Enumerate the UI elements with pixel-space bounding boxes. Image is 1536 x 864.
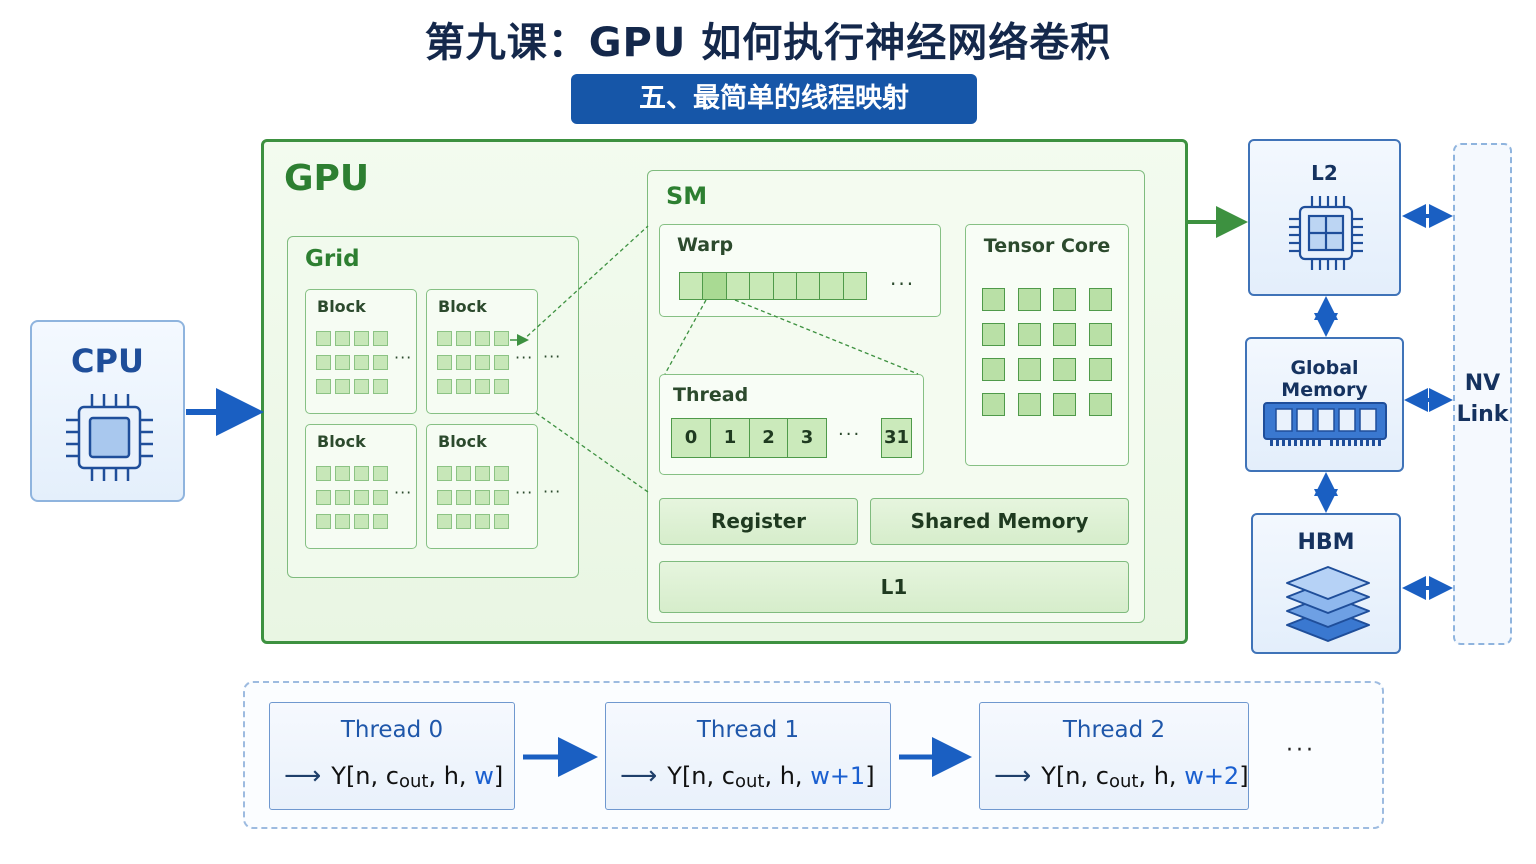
thread-map-name: Thread 1 [696, 717, 800, 743]
cpu-box: CPU [30, 320, 185, 502]
block-ellipsis: ··· [394, 483, 413, 502]
block-2: Block ··· [305, 424, 417, 549]
global-memory-box: Global Memory [1245, 337, 1404, 472]
section-subtitle: 五、最简单的线程映射 [571, 74, 977, 124]
right-arrow-icon: ⟶ [284, 761, 322, 791]
block-thread-cells [316, 331, 390, 394]
warp-thread-cells [679, 272, 868, 300]
nvlink-box [1453, 143, 1512, 645]
hbm-label: HBM [1297, 530, 1355, 555]
thread-map-card-2: Thread 2 ⟶Y[n, cout, h, w+2] [979, 702, 1249, 810]
grid-ellipsis-row1: ··· [543, 347, 562, 366]
ram-module-icon [1263, 402, 1387, 446]
nvlink-label-line2: Link [1456, 402, 1509, 427]
nvlink-label-line1: NV [1464, 371, 1501, 396]
thread-map-name: Thread 2 [1062, 717, 1166, 743]
thread-cell-3: 3 [787, 418, 827, 458]
l2-box: L2 [1248, 139, 1401, 296]
l2-label: L2 [1311, 161, 1338, 185]
thread-cell-2: 2 [749, 418, 788, 458]
thread-map-formula: ⟶Y[n, cout, h, w+1] [620, 761, 875, 792]
thread-cell-31: 31 [881, 418, 912, 458]
stacked-layers-icon [1286, 566, 1370, 642]
thread-ellipsis: ··· [838, 424, 862, 445]
block-thread-cells [437, 466, 511, 529]
block-0: Block ··· [305, 289, 417, 414]
cpu-chip-icon [66, 394, 153, 481]
shared-memory-box: Shared Memory [870, 498, 1129, 545]
register-box: Register [659, 498, 858, 545]
thread-label: Thread [673, 384, 749, 406]
thread-map-ellipsis: ··· [1286, 738, 1316, 763]
right-arrow-icon: ⟶ [620, 761, 658, 791]
warp-box [659, 224, 941, 317]
block-ellipsis: ··· [515, 483, 534, 502]
right-arrow-icon: ⟶ [994, 761, 1032, 791]
block-ellipsis: ··· [515, 348, 534, 367]
zoom-lines [521, 225, 919, 493]
grid-label: Grid [305, 246, 360, 272]
thread-map-name: Thread 0 [340, 717, 444, 743]
tensor-core-label: Tensor Core [983, 235, 1111, 257]
block-thread-cells [316, 466, 390, 529]
thread-map-card-0: Thread 0 ⟶Y[n, cout, h, w] [269, 702, 515, 810]
gpu-label: GPU [284, 158, 370, 199]
block-label: Block [317, 297, 366, 316]
block-thread-cells [437, 331, 511, 394]
grid-ellipsis-row2: ··· [543, 482, 562, 501]
nvlink-label: NV Link [1453, 368, 1512, 430]
block-ellipsis: ··· [394, 348, 413, 367]
global-memory-label: Global Memory [1281, 357, 1368, 401]
thread-cell-0: 0 [671, 418, 711, 458]
warp-label: Warp [677, 234, 734, 256]
block-label: Block [438, 432, 487, 451]
thread-map-card-1: Thread 1 ⟶Y[n, cout, h, w+1] [605, 702, 891, 810]
block-label: Block [317, 432, 366, 451]
warp-ellipsis: ··· [890, 272, 916, 296]
cpu-label: CPU [71, 342, 144, 380]
block-label: Block [438, 297, 487, 316]
thread-map-formula: ⟶Y[n, cout, h, w+2] [994, 761, 1249, 792]
block-1: Block ··· [426, 289, 538, 414]
sm-label: SM [666, 182, 708, 210]
thread-map-formula: ⟶Y[n, cout, h, w] [284, 761, 504, 792]
chip-icon [1289, 196, 1363, 270]
hbm-box: HBM [1251, 513, 1401, 654]
block-3: Block ··· [426, 424, 538, 549]
tensor-core-units [982, 288, 1112, 416]
l1-box: L1 [659, 561, 1129, 613]
page-title: 第九课：GPU 如何执行神经网络卷积 [424, 20, 1112, 66]
